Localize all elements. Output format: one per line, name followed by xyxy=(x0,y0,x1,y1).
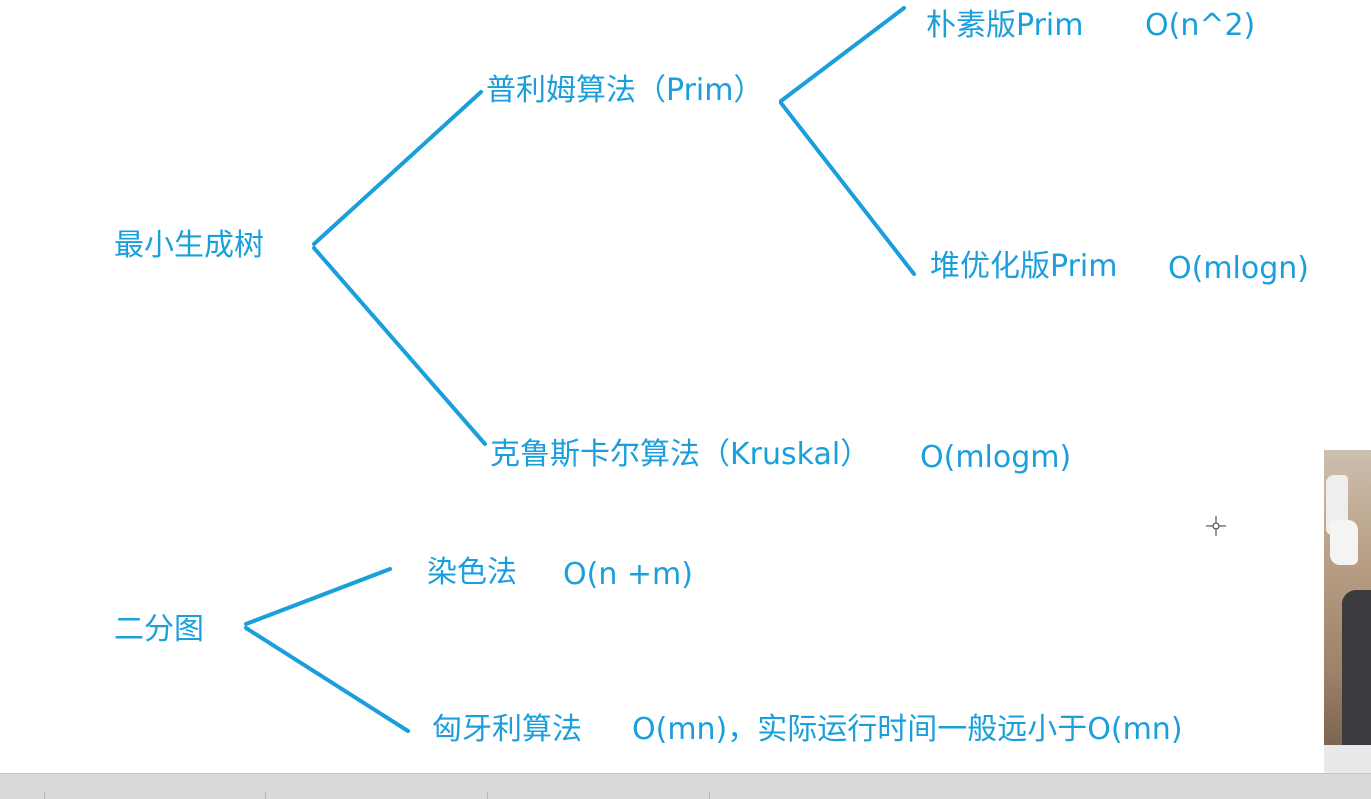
node-mst: 最小生成树 xyxy=(114,228,264,264)
bottom-bar-divider xyxy=(44,792,45,799)
node-prim: 普利姆算法（Prim） xyxy=(486,73,763,109)
bottom-bar-divider xyxy=(487,792,488,799)
node-kruskal-complexity: O(mlogm) xyxy=(920,440,1071,476)
edge-prim-heap xyxy=(779,101,916,276)
node-hungarian-label: 匈牙利算法 xyxy=(432,712,582,747)
node-mst-label: 最小生成树 xyxy=(114,228,264,263)
node-heap-prim-label: 堆优化版Prim xyxy=(930,249,1118,284)
edge-mst-kruskal xyxy=(312,246,487,446)
bottom-bar-divider xyxy=(709,792,710,799)
webcam-cloth xyxy=(1330,520,1358,565)
node-bipartite-label: 二分图 xyxy=(114,612,204,647)
bottom-bar-divider xyxy=(265,792,266,799)
node-heap-prim: 堆优化版Prim xyxy=(930,249,1117,285)
kruskal-complexity-label: O(mlogm) xyxy=(920,440,1072,475)
node-coloring-label: 染色法 xyxy=(427,555,517,590)
node-bipartite: 二分图 xyxy=(114,612,204,648)
node-coloring-complexity: O(n +m) xyxy=(563,557,693,593)
edge-bipartite-coloring xyxy=(244,567,392,626)
node-hungarian: 匈牙利算法 xyxy=(432,712,582,748)
node-naive-prim-complexity: O(n^2) xyxy=(1145,8,1255,44)
webcam-foreground xyxy=(1324,745,1371,773)
webcam-person xyxy=(1342,590,1371,773)
edge-mst-prim xyxy=(312,90,483,246)
naive-prim-complexity-label: O(n^2) xyxy=(1145,8,1256,43)
hungarian-complexity-label: O(mn)，实际运行时间一般远小于O(mn) xyxy=(632,712,1183,747)
node-hungarian-complexity: O(mn)，实际运行时间一般远小于O(mn) xyxy=(632,712,1183,748)
coloring-complexity-label: O(n +m) xyxy=(563,557,693,592)
webcam-overlay xyxy=(1324,450,1371,773)
node-coloring: 染色法 xyxy=(427,555,517,591)
bottom-scrollbar[interactable] xyxy=(0,773,1371,799)
heap-prim-complexity-label: O(mlogn) xyxy=(1168,251,1309,286)
node-naive-prim: 朴素版Prim xyxy=(926,8,1083,44)
crosshair-cursor-icon xyxy=(1206,516,1226,536)
node-heap-prim-complexity: O(mlogn) xyxy=(1168,251,1309,287)
edge-prim-naive xyxy=(779,6,906,103)
node-kruskal: 克鲁斯卡尔算法（Kruskal） xyxy=(490,437,870,473)
node-naive-prim-label: 朴素版Prim xyxy=(926,8,1084,43)
edge-bipartite-hungarian xyxy=(244,626,410,733)
node-kruskal-label: 克鲁斯卡尔算法（Kruskal） xyxy=(490,437,871,472)
node-prim-label: 普利姆算法（Prim） xyxy=(486,73,764,108)
